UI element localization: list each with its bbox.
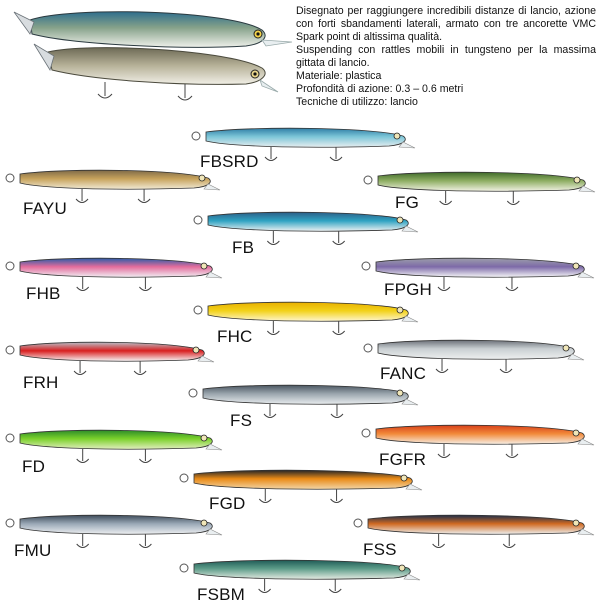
lure-fsbm <box>179 559 421 593</box>
lure-fd <box>5 429 223 463</box>
hero-lure-1 <box>13 11 293 48</box>
description-line-1: Disegnato per raggiungere incredibili di… <box>296 5 596 43</box>
lure-fss <box>353 514 595 548</box>
lure-fs <box>188 384 419 418</box>
code-FRH: FRH <box>23 373 59 392</box>
lure-fbsrd <box>191 127 416 161</box>
description-material: Materiale: plastica <box>296 70 382 82</box>
hero-lure-2 <box>33 43 279 101</box>
code-FHB: FHB <box>26 284 61 303</box>
description-line-2: Suspending con rattles mobili in tungste… <box>296 44 596 69</box>
lure-frh <box>5 341 215 375</box>
lure-fhc <box>193 301 419 335</box>
code-FB: FB <box>232 238 255 257</box>
description-depth: Profondità di azione: 0.3 – 0.6 metri <box>296 83 464 95</box>
code-FG: FG <box>395 193 420 212</box>
code-FMU: FMU <box>14 541 52 560</box>
code-FSS: FSS <box>363 540 397 559</box>
lure-fb <box>193 211 419 245</box>
code-FS: FS <box>230 411 253 430</box>
lure-fpgh <box>361 257 595 291</box>
code-FD: FD <box>22 457 46 476</box>
lure-fgfr <box>361 424 595 458</box>
code-FSBM: FSBM <box>197 585 246 604</box>
lure-fayu <box>5 169 221 203</box>
code-FANC: FANC <box>380 364 427 383</box>
product-description: Disegnato per raggiungere incredibili di… <box>296 5 596 109</box>
code-FHC: FHC <box>217 327 253 346</box>
lure-fg <box>363 171 596 205</box>
lure-fhb <box>5 257 223 291</box>
code-FGFR: FGFR <box>379 450 427 469</box>
code-FGD: FGD <box>209 494 246 513</box>
code-FPGH: FPGH <box>384 280 433 299</box>
description-technique: Tecniche di utilizzo: lancio <box>296 96 418 108</box>
lure-fanc <box>363 339 585 373</box>
code-FBSRD: FBSRD <box>200 152 259 171</box>
code-FAYU: FAYU <box>23 199 67 218</box>
lure-fmu <box>5 514 223 548</box>
lure-fgd <box>179 469 423 503</box>
